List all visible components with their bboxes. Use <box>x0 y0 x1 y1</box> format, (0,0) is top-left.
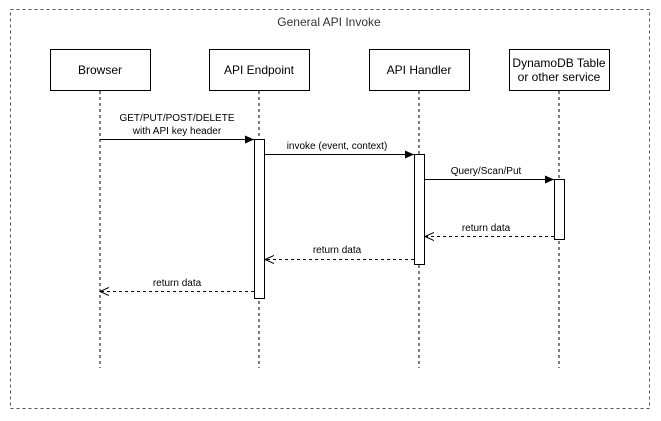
message-label: return data <box>462 223 511 234</box>
frame-title: General API Invoke <box>277 15 381 29</box>
participant-dynamodb: DynamoDB Table or other service <box>509 49 610 91</box>
participant-api-endpoint: API Endpoint <box>209 49 310 91</box>
message-label: return data <box>313 245 362 256</box>
message-handler-to-endpoint: return data <box>265 245 414 260</box>
activation-endpoint <box>254 139 265 299</box>
message-dynamo-to-handler: return data <box>425 223 554 237</box>
participant-label: API Endpoint <box>224 63 295 77</box>
participant-box <box>209 49 310 91</box>
activation-dynamo <box>554 179 565 240</box>
message-label-line-1: GET/PUT/POST/DELETE <box>119 113 234 124</box>
participant-label: API Handler <box>387 63 452 77</box>
participant-box <box>369 49 470 91</box>
participant-label: Browser <box>78 63 122 77</box>
participant-label-line-1: DynamoDB Table <box>512 56 605 70</box>
participant-browser: Browser <box>50 49 151 91</box>
message-label: Query/Scan/Put <box>451 166 522 177</box>
message-label: return data <box>153 278 202 289</box>
message-label-line-2: with API key header <box>132 126 222 137</box>
activation-handler <box>414 154 425 265</box>
activations <box>254 139 565 299</box>
participant-label-line-2: or other service <box>518 70 601 84</box>
message-handler-to-dynamo: Query/Scan/Put <box>425 166 554 184</box>
message-browser-to-endpoint: GET/PUT/POST/DELETE with API key header <box>100 113 254 144</box>
participant-box <box>50 49 151 91</box>
participant-api-handler: API Handler <box>369 49 470 91</box>
message-endpoint-to-handler: invoke (event, context) <box>265 141 414 159</box>
message-label: invoke (event, context) <box>287 141 388 152</box>
message-endpoint-to-browser: return data <box>100 278 254 292</box>
participant-box <box>509 49 610 91</box>
